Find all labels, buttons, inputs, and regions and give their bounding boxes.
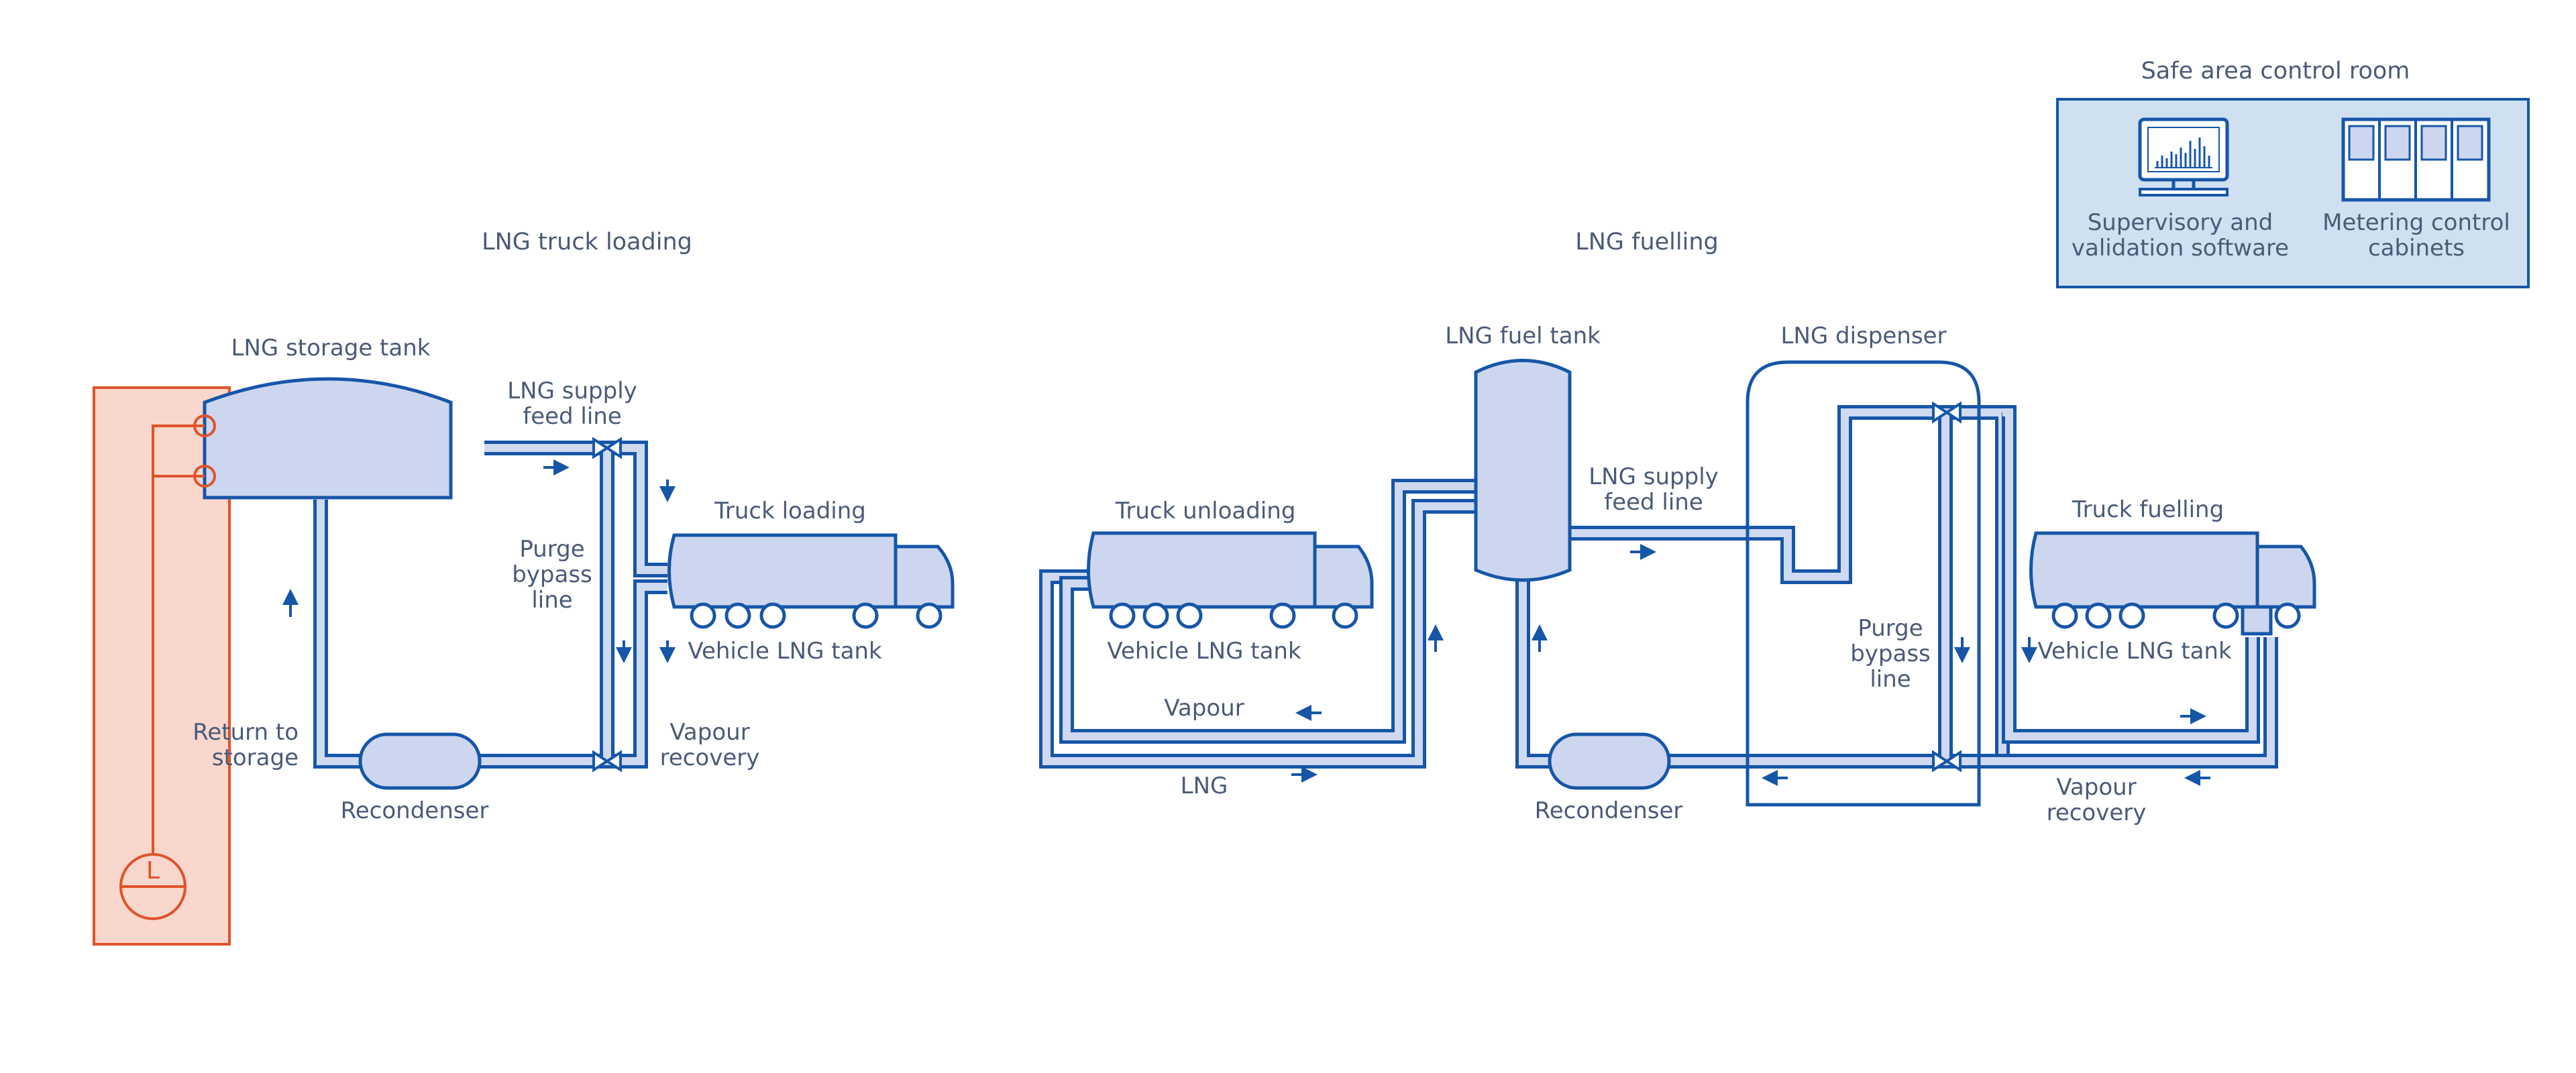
return-label-2: storage xyxy=(212,744,299,771)
purge-label-1: Purge xyxy=(519,536,584,563)
dispenser-label: LNG dispenser xyxy=(1781,323,1947,349)
valve-icon xyxy=(1932,401,1962,424)
loading-piping xyxy=(313,441,667,769)
vapour-label: Vapour xyxy=(1164,695,1244,722)
truck-unloading-label: Truck unloading xyxy=(1115,498,1296,524)
valve-icon xyxy=(592,750,622,773)
truck-loading-icon xyxy=(667,533,955,629)
storage-tank-label: LNG storage tank xyxy=(231,335,431,361)
level-gauge-icon: L xyxy=(119,414,216,920)
truck-fuelling-icon xyxy=(2029,531,2316,636)
cabinets-label-1: Metering control xyxy=(2322,209,2510,236)
fuel-vapour-recovery-label-2: recovery xyxy=(2047,799,2147,826)
flow-arrow-icon xyxy=(282,459,676,663)
lng-label: LNG xyxy=(1181,773,1228,799)
fuel-supply-line-label-1: LNG supply xyxy=(1589,463,1719,490)
software-label-2: validation software xyxy=(2072,235,2289,262)
monitor-icon xyxy=(2138,117,2229,196)
software-label-1: Supervisory and xyxy=(2088,209,2273,236)
supply-line-label-1: LNG supply xyxy=(507,378,637,404)
recondenser-left-label: Recondenser xyxy=(341,797,489,824)
recondenser-right xyxy=(1548,732,1671,790)
vehicle-tank-fuelling-label: Vehicle LNG tank xyxy=(2037,638,2232,665)
fuel-purge-label-2: bypass xyxy=(1850,640,1931,667)
fuel-purge-label-3: line xyxy=(1870,666,1911,693)
level-symbol: L xyxy=(146,857,160,885)
truck-loading-section-title: LNG truck loading xyxy=(482,229,692,256)
flow-arrow-icon xyxy=(1291,544,2210,786)
recondenser-right-label: Recondenser xyxy=(1535,797,1683,824)
purge-label-3: line xyxy=(531,587,572,614)
unloading-piping xyxy=(1039,405,2278,769)
truck-fuelling-label: Truck fuelling xyxy=(2072,496,2224,523)
truck-loading-label: Truck loading xyxy=(714,498,866,524)
vapour-recovery-label-2: recovery xyxy=(660,744,760,771)
recondenser-left xyxy=(358,732,482,790)
lng-dispenser xyxy=(1746,360,1981,807)
truck-unloading-icon xyxy=(1087,531,1374,629)
cabinets-label-2: cabinets xyxy=(2368,235,2465,262)
fuel-purge-label-1: Purge xyxy=(1858,615,1923,642)
cabinet-icon xyxy=(2341,117,2491,202)
valve-icon xyxy=(1932,750,1962,773)
vapour-recovery-label-1: Vapour xyxy=(669,719,749,746)
fuel-vapour-recovery-label-1: Vapour xyxy=(2056,774,2136,801)
purge-label-2: bypass xyxy=(512,561,592,588)
supply-line-label-2: feed line xyxy=(523,403,622,430)
control-room-title: Safe area control room xyxy=(2141,58,2410,84)
lng-storage-tank xyxy=(203,377,453,500)
vehicle-tank-loading-label: Vehicle LNG tank xyxy=(688,638,882,665)
fuelling-section-title: LNG fuelling xyxy=(1575,229,1719,256)
lng-fuel-tank xyxy=(1474,359,1572,582)
fuel-supply-line-label-2: feed line xyxy=(1604,489,1703,516)
valve-icon xyxy=(592,437,622,459)
fuel-tank-label: LNG fuel tank xyxy=(1445,323,1601,349)
return-label-1: Return to xyxy=(193,719,299,746)
vehicle-tank-unloading-label: Vehicle LNG tank xyxy=(1107,638,1301,665)
